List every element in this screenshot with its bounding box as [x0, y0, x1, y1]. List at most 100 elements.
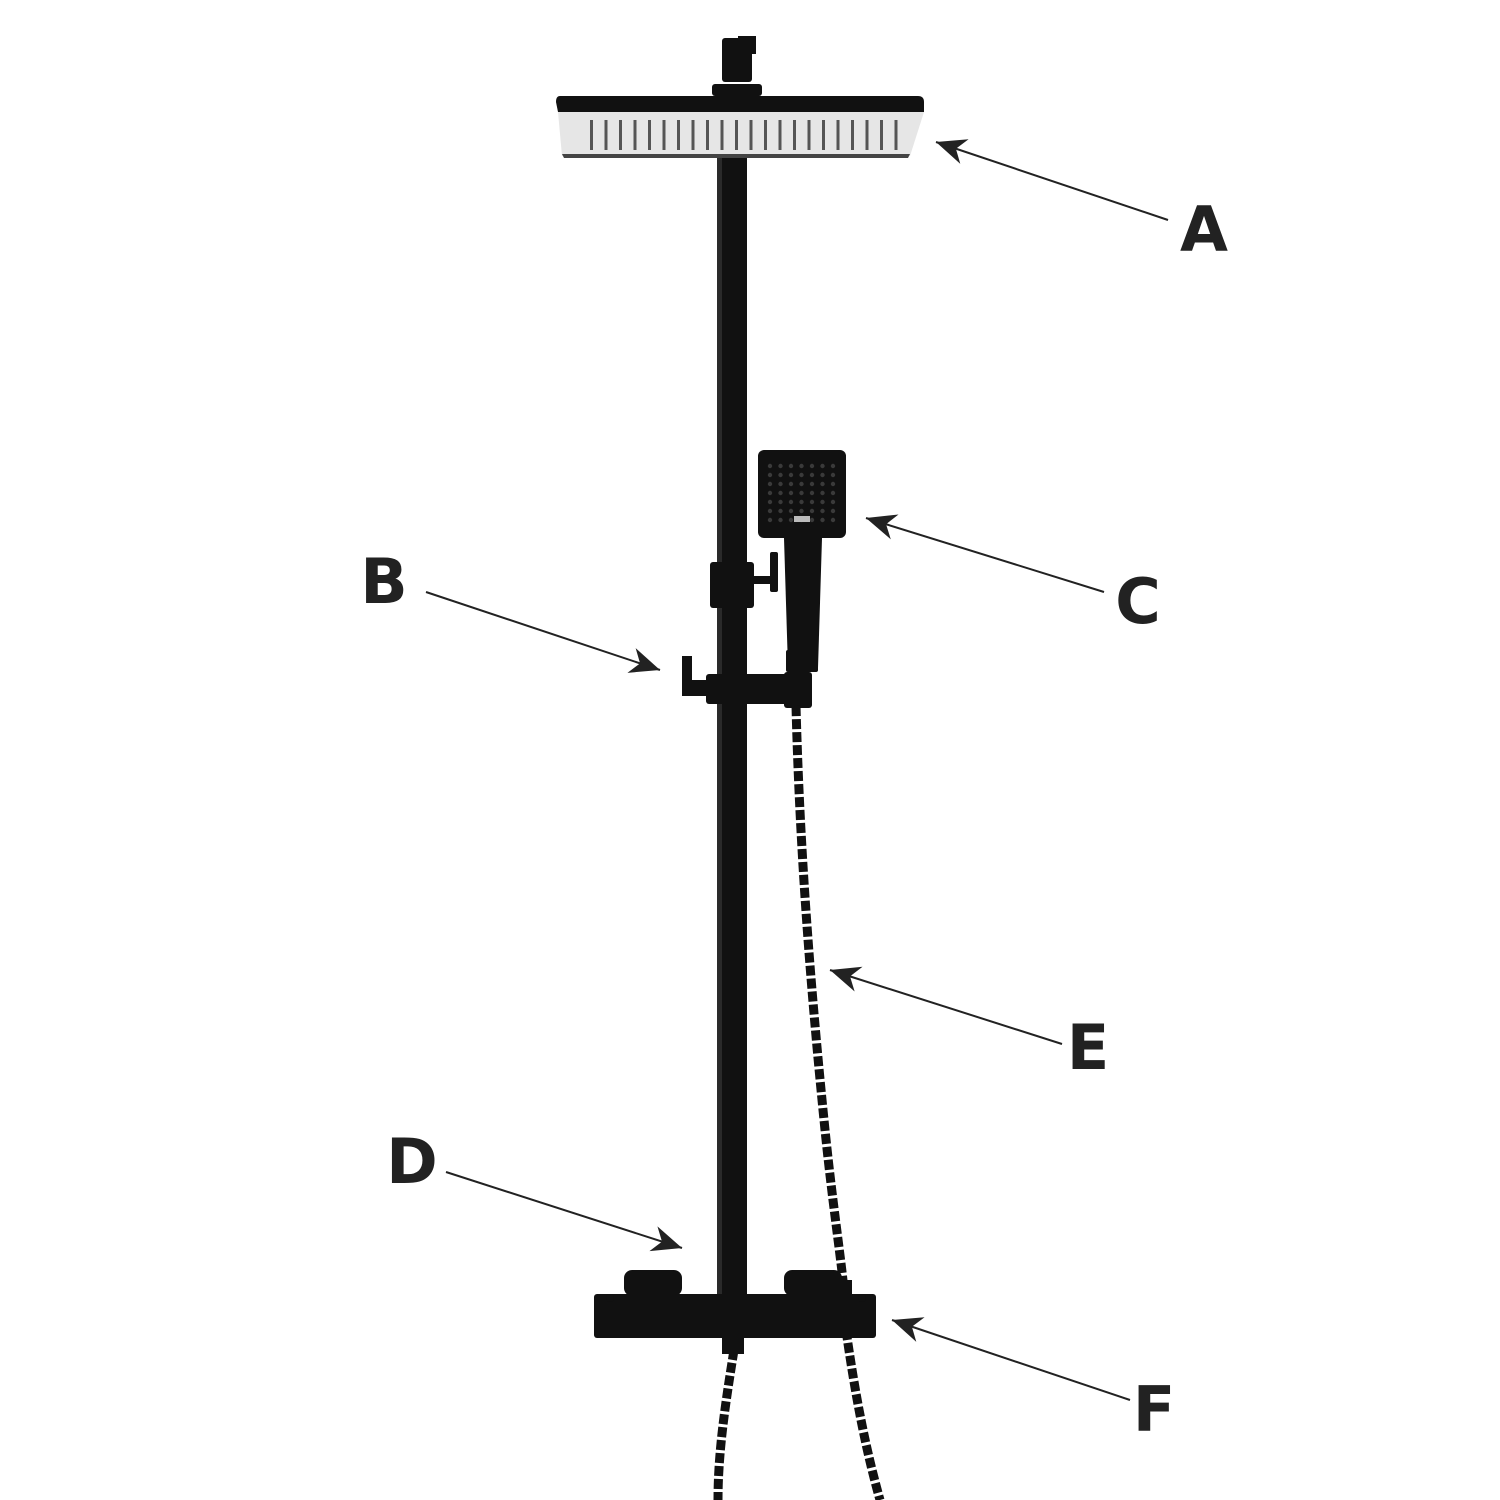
hand-nozzle [788, 472, 794, 478]
arrowhead-c [866, 514, 899, 540]
hand-nozzle [778, 472, 783, 478]
hand-nozzle [788, 499, 794, 505]
rain-shower-head [556, 96, 924, 158]
hand-nozzle [799, 481, 804, 487]
hand-nozzle [820, 481, 825, 487]
hand-nozzle [767, 481, 773, 487]
leader-line-e [829, 969, 1063, 1045]
rain-nozzle-row [807, 120, 811, 150]
arrowhead-b [627, 648, 660, 673]
hand-nozzle [809, 481, 815, 487]
rain-nozzle-row [677, 120, 680, 150]
hand-nozzle [778, 490, 783, 496]
hand-nozzle [767, 463, 773, 469]
leader-line-c [865, 517, 1105, 593]
hand-nozzle [830, 490, 836, 496]
hand-nozzle [830, 508, 836, 514]
height-slider [710, 552, 778, 608]
hand-nozzle [809, 499, 815, 505]
hand-shower-holder [682, 656, 812, 708]
hand-shower-nozzles [767, 463, 836, 523]
hand-nozzle [820, 499, 825, 505]
hand-nozzle [778, 508, 783, 514]
hand-nozzle [809, 472, 815, 478]
leader-line-d [445, 1171, 683, 1249]
arrowhead-a [936, 139, 969, 164]
hand-nozzle [778, 481, 783, 487]
hand-nozzle [799, 472, 804, 478]
arrowhead-d [649, 1226, 682, 1252]
rain-nozzle-row [793, 120, 796, 150]
rain-nozzle-row [851, 120, 854, 150]
shower-hose-lower [841, 1329, 885, 1500]
arrowhead-e [830, 966, 863, 992]
hand-nozzle [788, 463, 794, 469]
hand-nozzle [778, 499, 783, 505]
callout-leaders [425, 139, 1169, 1401]
hand-nozzle [809, 463, 815, 469]
hand-nozzle [767, 499, 773, 505]
callout-label-d: D [386, 1125, 438, 1198]
hand-nozzle [830, 472, 836, 478]
callout-label-c: C [1115, 565, 1161, 638]
hand-nozzle [778, 463, 783, 469]
hand-nozzle [799, 508, 804, 514]
rain-nozzle-row [865, 120, 869, 150]
leader-line-b [425, 591, 661, 671]
hand-nozzle [809, 508, 815, 514]
rain-nozzle-row [633, 120, 637, 150]
rain-nozzle-row [619, 120, 622, 150]
rain-shower-nozzles [590, 120, 898, 150]
rain-nozzle-row [822, 120, 825, 150]
hand-nozzle [767, 508, 773, 514]
rain-nozzle-row [691, 120, 695, 150]
rain-nozzle-row [749, 120, 753, 150]
rain-nozzle-row [778, 120, 782, 150]
hand-nozzle [820, 472, 825, 478]
hand-nozzle [820, 508, 825, 514]
callout-label-a: A [1180, 193, 1228, 266]
rain-nozzle-row [648, 120, 651, 150]
leader-line-a [935, 141, 1169, 221]
rain-nozzle-row [604, 120, 608, 150]
shower-hose [791, 705, 849, 1291]
hand-nozzle [767, 490, 773, 496]
hand-nozzle [809, 517, 815, 523]
leader-line-f [891, 1319, 1131, 1401]
arrowhead-f [892, 1317, 925, 1342]
callout-label-f: F [1132, 1373, 1176, 1446]
hand-nozzle [809, 490, 815, 496]
hand-nozzle [788, 481, 794, 487]
hand-nozzle [788, 517, 794, 523]
hand-nozzle [799, 463, 804, 469]
supply-hose-lower [713, 1349, 739, 1500]
rain-nozzle-row [590, 120, 593, 150]
rain-nozzle-row [894, 120, 898, 150]
hand-shower [758, 450, 846, 672]
hand-nozzle [788, 490, 794, 496]
rain-nozzle-row [662, 120, 666, 150]
rain-nozzle-row [764, 120, 767, 150]
shower-arm-elbow [712, 36, 762, 96]
hand-nozzle [820, 517, 825, 523]
hand-nozzle [767, 517, 773, 523]
hand-nozzle [820, 463, 825, 469]
hand-nozzle [830, 499, 836, 505]
hand-nozzle [820, 490, 825, 496]
hand-nozzle [767, 472, 773, 478]
rain-nozzle-row [880, 120, 883, 150]
rain-nozzle-row [720, 120, 724, 150]
hand-nozzle [830, 517, 836, 523]
rain-nozzle-row [706, 120, 709, 150]
hand-nozzle [830, 481, 836, 487]
callout-label-e: E [1066, 1011, 1110, 1084]
callout-label-b: B [360, 545, 408, 618]
hand-nozzle [799, 490, 804, 496]
hand-nozzle [778, 517, 783, 523]
hand-nozzle [788, 508, 794, 514]
hand-nozzle [830, 463, 836, 469]
rain-nozzle-row [735, 120, 738, 150]
thermostatic-mixer-body [594, 1270, 876, 1354]
